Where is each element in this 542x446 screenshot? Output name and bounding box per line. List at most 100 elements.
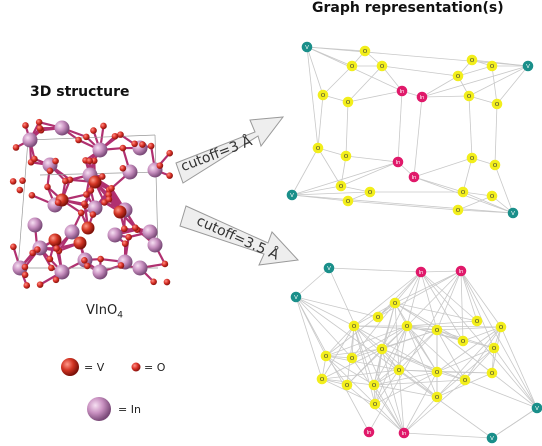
in-atom (107, 227, 123, 243)
graph-edge (381, 348, 466, 381)
graph-edge (295, 296, 323, 380)
o-atom (163, 278, 171, 286)
graph-edge (353, 325, 383, 350)
o-atom (21, 263, 29, 271)
legend-in-atom (87, 397, 111, 421)
o-node-circle (431, 324, 443, 336)
o-node: O (369, 398, 381, 410)
o-node-circle (359, 45, 371, 57)
o-node-label: O (490, 64, 495, 70)
graph-edge (462, 157, 473, 193)
graph-edge (436, 326, 502, 398)
graph-representation-title: Graph representation(s) (312, 0, 504, 16)
o-node-circle (486, 190, 498, 202)
in-atom (142, 224, 158, 240)
o-node-label: O (373, 402, 378, 408)
o-atom (22, 122, 29, 129)
o-node-label: O (461, 339, 466, 345)
graph-edge (295, 296, 379, 318)
graph-edge (291, 191, 371, 196)
v-atom (88, 175, 102, 189)
o-node-label: O (368, 190, 373, 196)
in-node-label: In (419, 95, 425, 101)
v-node-label: V (294, 295, 298, 301)
o-atom (161, 260, 169, 268)
in-atom (64, 224, 80, 240)
legend-in-label: = In (118, 403, 141, 416)
o-node-circle (457, 186, 469, 198)
o-node-circle (376, 60, 388, 72)
graph-edge (353, 325, 400, 371)
graph-edge (491, 407, 538, 439)
graph-edge (462, 191, 514, 214)
o-atom (28, 191, 36, 199)
v-atom (81, 221, 95, 235)
o-atom (83, 262, 91, 270)
o-node: O (346, 352, 358, 364)
graph-edge (398, 369, 405, 434)
graph-edge (406, 325, 502, 328)
o-node-label: O (346, 100, 351, 106)
o-atom (166, 149, 173, 157)
o-atom (48, 264, 55, 272)
v-node-circle (286, 189, 298, 201)
o-node-circle (431, 391, 443, 403)
in-atom (27, 217, 43, 233)
in-node-circle (455, 265, 467, 277)
v-node-circle (522, 60, 534, 72)
o-node-circle (376, 343, 388, 355)
graph-edge (460, 270, 538, 409)
o-node: O (342, 195, 354, 207)
o-atom (139, 141, 146, 148)
v-node-label: V (305, 45, 309, 51)
graph-edge (317, 147, 342, 187)
o-node-label: O (435, 370, 440, 376)
o-node: O (341, 379, 353, 391)
graph-edge (321, 369, 400, 380)
o-atom (77, 209, 85, 217)
in-node: In (455, 265, 467, 277)
o-node-label: O (339, 184, 344, 190)
o-atom (119, 144, 127, 152)
o-atom (90, 127, 97, 134)
in-node-circle (392, 156, 404, 168)
graph-edge (460, 270, 464, 342)
v-node-label: V (290, 193, 294, 199)
o-node-circle (368, 379, 380, 391)
graph-edge (317, 94, 324, 149)
formula-prefix: VInO (86, 303, 118, 318)
v-node-circle (531, 402, 542, 414)
in-atom (92, 264, 108, 280)
graph-edge (413, 176, 464, 193)
graph-edge (353, 325, 375, 386)
o-node-circle (459, 374, 471, 386)
o-node-circle (335, 180, 347, 192)
o-node-label: O (380, 347, 385, 353)
v-atom (48, 233, 62, 247)
graph-edge (325, 348, 383, 357)
graph-edge (295, 296, 370, 433)
o-node-label: O (490, 371, 495, 377)
o-node-label: O (470, 156, 475, 162)
o-atom (62, 177, 69, 185)
o-atom (16, 186, 24, 194)
graph-edge (381, 271, 422, 350)
graph-edge (377, 271, 422, 318)
o-node: O (495, 321, 507, 333)
graph-edge (413, 157, 473, 178)
o-node: O (376, 343, 388, 355)
graph-edge (381, 65, 459, 77)
o-atom (9, 178, 17, 185)
graph-edge (381, 65, 403, 92)
o-node-circle (463, 90, 475, 102)
o-atom (90, 157, 98, 165)
o-atom (23, 282, 31, 289)
graph-edge (494, 103, 498, 166)
o-atom (34, 246, 41, 253)
v-node-circle (290, 291, 302, 303)
graph-edge (398, 329, 438, 371)
graph-edge (347, 200, 459, 211)
o-node: O (316, 373, 328, 385)
graph-edge (374, 371, 438, 405)
